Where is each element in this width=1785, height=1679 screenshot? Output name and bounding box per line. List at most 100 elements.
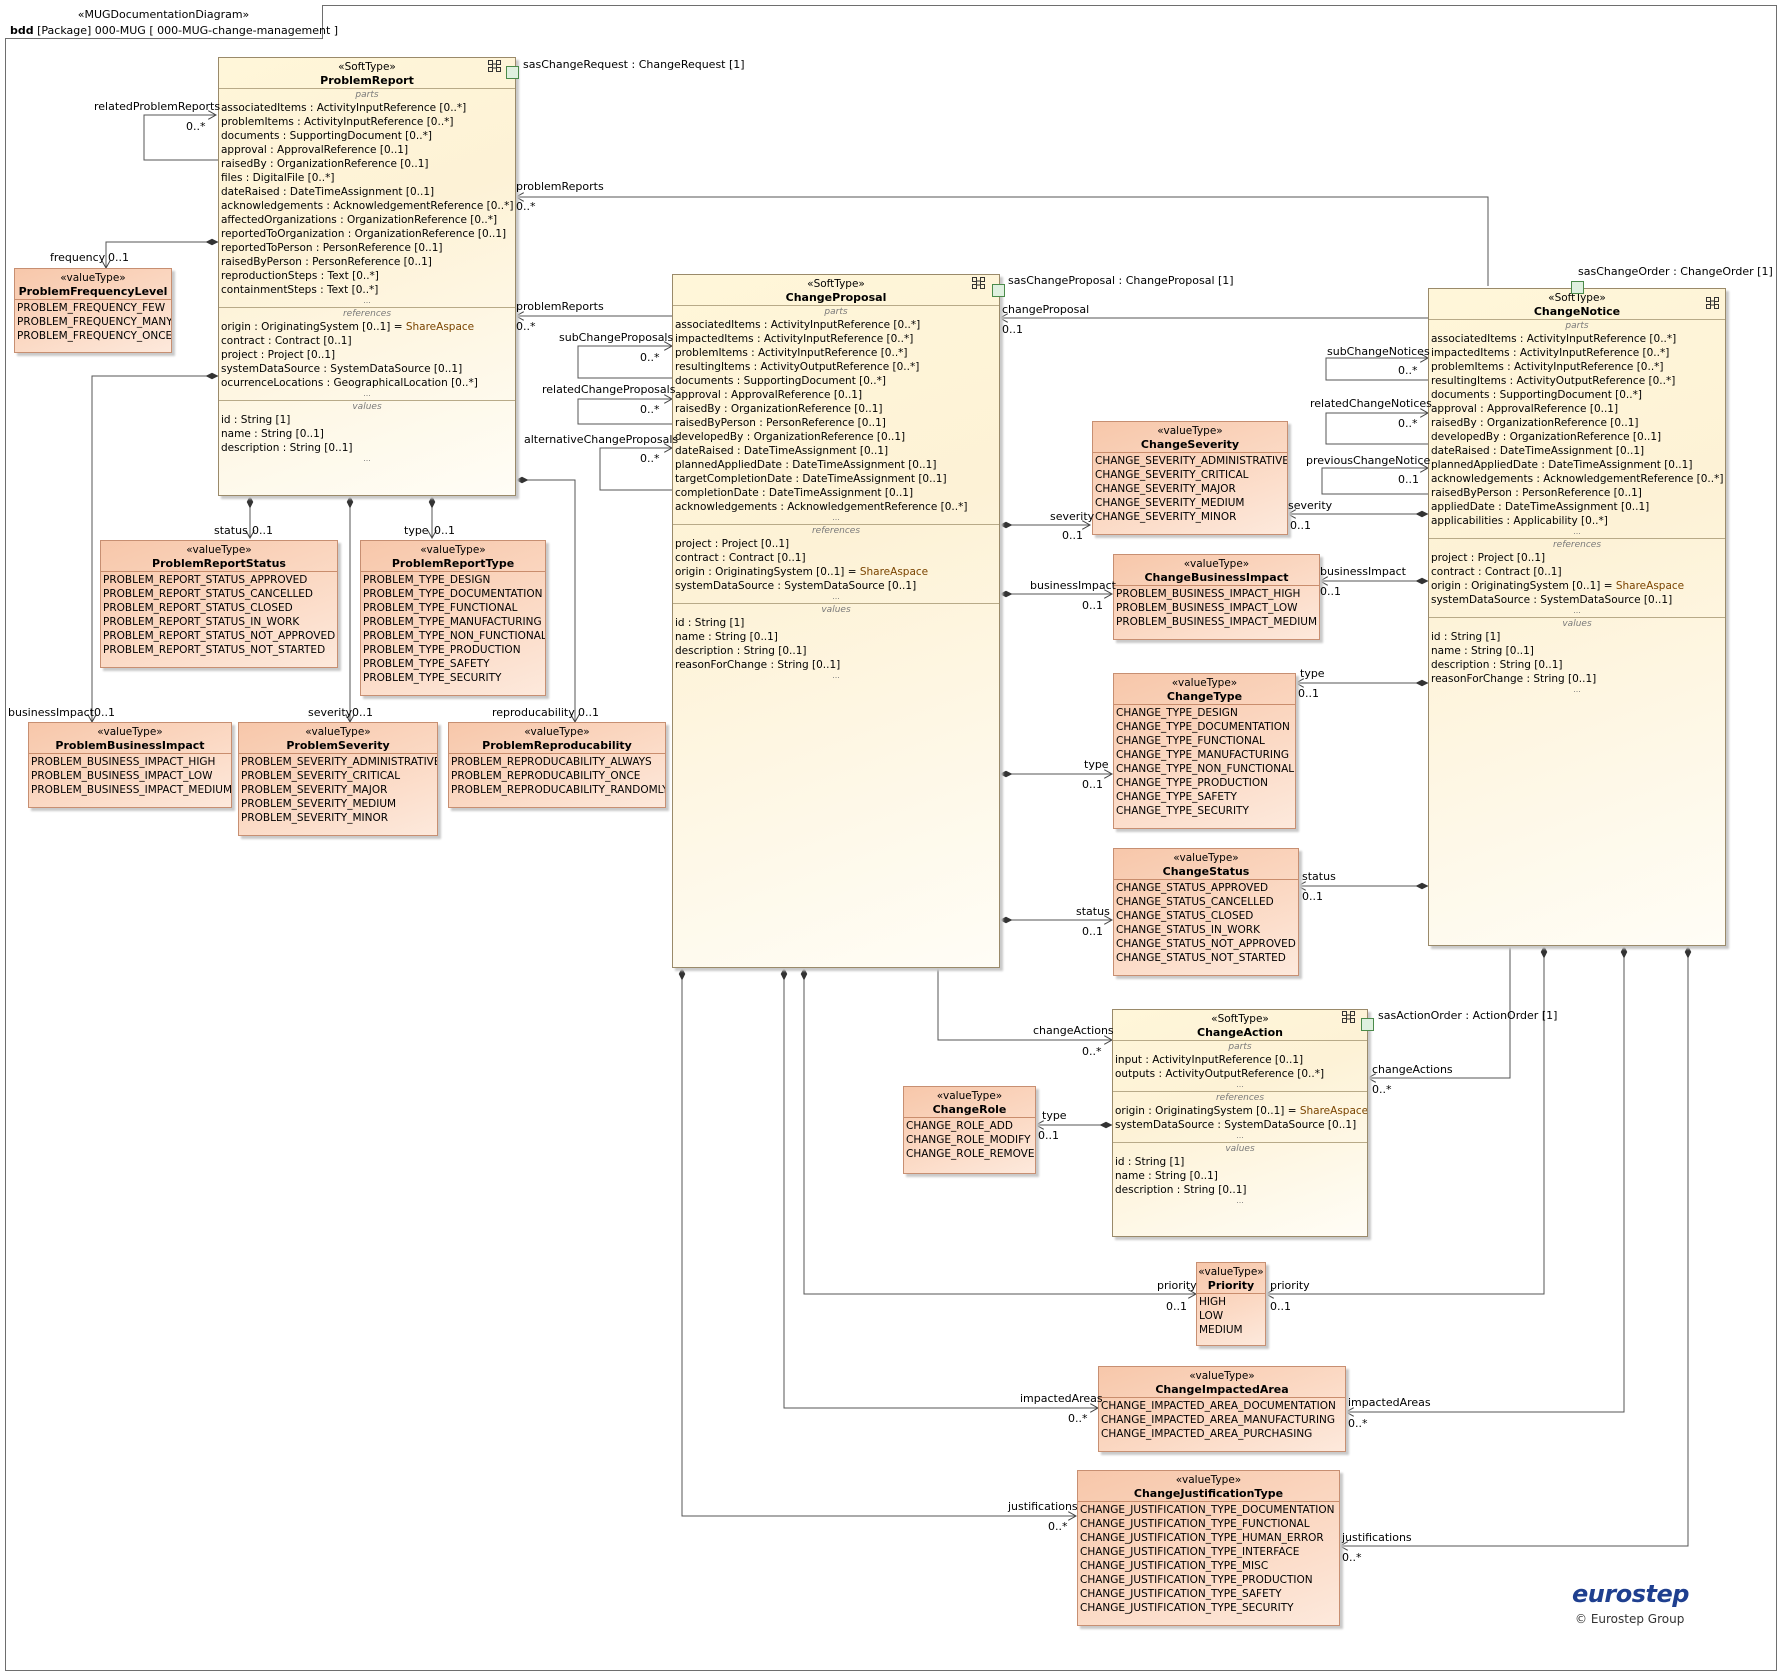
property-name: name [1115,1170,1145,1182]
default-value: ShareAspace [859,566,929,578]
part-property: input : ActivityInputReference [0..1] [1115,1053,1365,1067]
block-name: Priority [1207,1279,1255,1292]
property-name: raisedByPerson [675,417,756,429]
block-header: «valueType»ProblemReproducability [449,723,665,753]
ellipsis: ... [363,296,371,305]
enum-literal: CHANGE_JUSTIFICATION_TYPE_DOCUMENTATION [1080,1504,1335,1516]
label-justifications: justifications [1342,1531,1412,1544]
mult: 0..* [1348,1417,1368,1430]
enum-literal: PROBLEM_REPORT_STATUS_CANCELLED [103,588,314,600]
property-name: problemItems [221,116,294,128]
part-property: documents : SupportingDocument [0..*] [1431,388,1723,402]
label-business-impact: businessImpact [1030,579,1116,592]
enum-literal: CHANGE_STATUS_CANCELLED [1116,896,1274,908]
ellipsis: ... [832,671,840,680]
property-type: : GeographicalLocation [0..*] [323,377,478,389]
mult: 0..* [640,452,660,465]
property-type: : DateTimeAssignment [0..1] [782,459,937,471]
enum-literal: CHANGE_JUSTIFICATION_TYPE_PRODUCTION [1080,1574,1313,1586]
mult: 0..1 [1290,519,1311,532]
reference-property: contract : Contract [0..1] [1431,565,1723,579]
part-property: documents : SupportingDocument [0..*] [221,129,513,143]
enum-literal: LOW [1199,1310,1224,1322]
property-type: : PersonReference [0..1] [1511,487,1642,499]
property-name: plannedAppliedDate [1431,459,1539,471]
enum-literal: CHANGE_JUSTIFICATION_TYPE_MISC [1080,1560,1269,1572]
part-property: raisedBy : OrganizationReference [0..1] [675,402,997,416]
value-property: id : String [1] [1431,630,1723,644]
enum-literal: PROBLEM_BUSINESS_IMPACT_LOW [31,770,213,782]
reference-property: systemDataSource : SystemDataSource [0..… [1431,593,1723,607]
enum-literal: PROBLEM_TYPE_DOCUMENTATION [363,588,543,600]
enum-literal: PROBLEM_SEVERITY_MINOR [241,812,389,824]
block-name: ChangeJustificationType [1133,1487,1284,1500]
property-type: : ActivityOutputReference [0..*] [1155,1068,1325,1080]
property-type: : OrganizationReference [0..1] [266,158,429,170]
literal-list: CHANGE_JUSTIFICATION_TYPE_DOCUMENTATION C… [1078,1501,1339,1617]
part-property: appliedDate : DateTimeAssignment [0..1] [1431,500,1723,514]
label-type: type [1084,758,1109,771]
label-previous-change-notice: previousChangeNotice [1306,454,1431,467]
value-property: description : String [0..1] [1431,658,1723,672]
property-type: : SupportingDocument [0..*] [1489,389,1642,401]
enum-literal: PROBLEM_SEVERITY_CRITICAL [241,770,401,782]
block-header: «valueType»ChangeType [1114,674,1295,704]
property-name: raisedByPerson [1431,487,1512,499]
part-property: approval : ApprovalReference [0..1] [221,143,513,157]
block-header: «valueType»ProblemSeverity [239,723,437,753]
property-type: : ActivityOutputReference [0..*] [1506,375,1676,387]
compartment-title: values [352,402,382,412]
part-property: dateRaised : DateTimeAssignment [0..1] [221,185,513,199]
enum-literal: PROBLEM_SEVERITY_ADMINISTRATIVE [241,756,438,768]
enum-literal: CHANGE_ROLE_ADD [906,1120,1013,1132]
value-property: name : String [0..1] [1431,644,1723,658]
property-type: : ActivityInputReference [0..*] [1516,333,1677,345]
label-sas-change-proposal: sasChangeProposal : ChangeProposal [1] [1008,274,1234,287]
property-name: raisedBy [221,158,267,170]
block-name: ProblemReport [320,74,414,87]
property-name: id [221,414,231,426]
assoc-related-change-notices [1325,413,1428,445]
part-property: raisedByPerson : PersonReference [0..1] [221,255,513,269]
property-type: : OriginatingSystem [0..1] = [250,321,406,333]
part-property: associatedItems : ActivityInputReference… [675,318,997,332]
property-type: : ActivityInputReference [0..*] [753,333,914,345]
mult: 0..1 [434,524,455,537]
property-name: contract [1431,566,1475,578]
label-reproducability: reproducability [492,706,575,719]
property-type: : DigitalFile [0..*] [242,172,335,184]
assoc-frequency [106,242,218,268]
value-property: name : String [0..1] [675,630,997,644]
property-name: plannedAppliedDate [675,459,783,471]
property-name: dateRaised [675,445,734,457]
reference-property: systemDataSource : SystemDataSource [0..… [675,579,997,593]
part-property: files : DigitalFile [0..*] [221,171,513,185]
stereotype: «valueType» [936,1090,1003,1102]
enum-literal: CHANGE_IMPACTED_AREA_MANUFACTURING [1101,1414,1336,1426]
enum-literal: PROBLEM_FREQUENCY_FEW [17,302,166,314]
property-name: contract [221,335,265,347]
value-property: name : String [0..1] [221,427,513,441]
mult: 0..1 [252,524,273,537]
